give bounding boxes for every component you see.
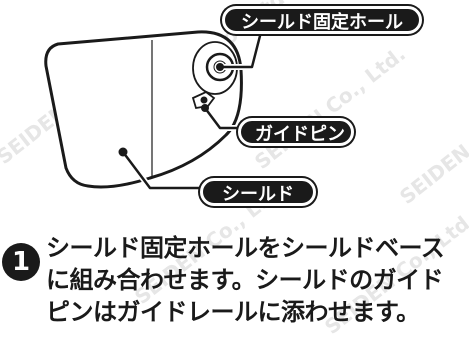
- label-guide-pin: ガイドピン: [238, 118, 354, 146]
- step-number-badge: 1: [2, 243, 40, 281]
- leader-line-guide-pin: [203, 106, 242, 130]
- leader-dot-fixing-hole: [216, 63, 224, 71]
- leader-dot-shield: [118, 147, 128, 157]
- label-shield-fixing-hole: シールド固定ホール: [222, 6, 422, 34]
- leader-dot-guide-pin: [201, 104, 209, 112]
- guide-pin: [200, 96, 208, 104]
- step-instruction: シールド固定ホールをシールドベース に組み合わせます。シールドのガイド ピンはガ…: [46, 232, 466, 328]
- step-instruction-line: ピンはガイドレールに添わせます。: [46, 298, 420, 326]
- shield-illustration: [44, 25, 281, 191]
- step-instruction-line: シールド固定ホールをシールドベース: [46, 234, 445, 262]
- step-instruction-line: に組み合わせます。シールドのガイド: [46, 266, 444, 294]
- leader-line-shield: [121, 150, 204, 190]
- label-shield: シールド: [200, 178, 316, 206]
